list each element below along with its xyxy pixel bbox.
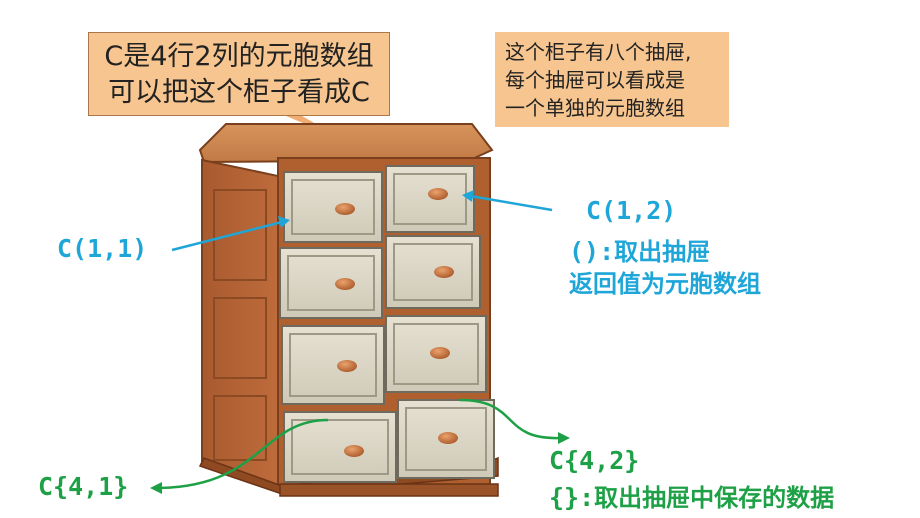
label-c12: C(1,2) <box>586 196 677 225</box>
note-line2: 每个抽屉可以看成是 <box>505 68 685 92</box>
drawer-r3-c1 <box>281 325 385 405</box>
note-line3: 一个单独的元胞数组 <box>505 96 685 120</box>
drawer-r1-c1 <box>283 171 383 243</box>
brace-description: {}:取出抽屉中保存的数据 <box>549 478 834 513</box>
brace-text: 取出抽屉中保存的数据 <box>594 484 835 512</box>
return-description: 返回值为元胞数组 <box>569 270 761 298</box>
label-c41: C{4,1} <box>38 472 129 501</box>
note-line1: 这个柜子有八个抽屉, <box>505 40 692 64</box>
title-callout-line1: C是4行2列的元胞数组 <box>104 41 374 72</box>
drawer-r2-c1 <box>279 247 383 319</box>
label-c11: C(1,1) <box>57 234 148 263</box>
arrow-c42 <box>459 398 570 444</box>
brace-symbol: {}: <box>549 483 595 512</box>
drawer-note-callout: 这个柜子有八个抽屉, 每个抽屉可以看成是 一个单独的元胞数组 <box>495 32 729 127</box>
drawer-r2-c2 <box>385 235 481 309</box>
drawer-r3-c2 <box>385 315 487 393</box>
arrow-c11 <box>171 216 290 252</box>
paren-text: 取出抽屉 <box>614 238 711 266</box>
drawer-r1-c2 <box>385 165 475 233</box>
arrow-c41 <box>150 418 329 494</box>
title-callout: C是4行2列的元胞数组 可以把这个柜子看成C <box>88 32 390 116</box>
paren-symbol: (): <box>569 237 615 266</box>
paren-description: ():取出抽屉 <box>569 232 710 267</box>
label-c42: C{4,2} <box>549 446 640 475</box>
drawer-r4-c2 <box>397 399 495 479</box>
title-callout-line2: 可以把这个柜子看成C <box>108 77 370 108</box>
arrow-c12 <box>462 190 553 212</box>
drawer-r4-c1 <box>283 411 397 483</box>
